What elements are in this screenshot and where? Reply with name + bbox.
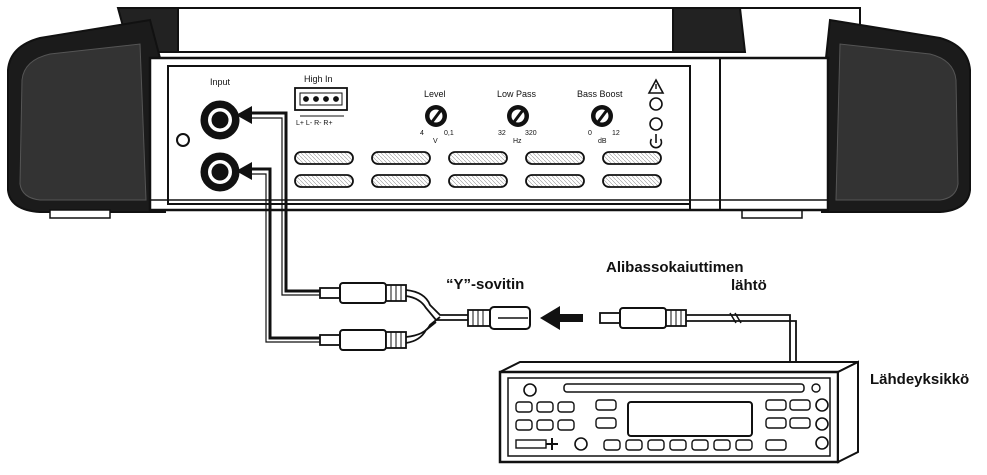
low-pass-max: 320 <box>525 130 537 137</box>
sub-out-plug <box>599 307 797 362</box>
cd-slot <box>563 383 805 393</box>
level-min: 4 <box>420 130 424 137</box>
rca-input-jacks <box>176 100 240 192</box>
low-pass-min: 32 <box>498 130 506 137</box>
sub-out-label-line2: lähtö <box>731 277 767 294</box>
y-splitter <box>319 282 531 351</box>
source-unit <box>498 360 859 464</box>
low-pass-label: Low Pass <box>497 89 537 99</box>
low-pass-knob <box>507 105 529 127</box>
status-indicators <box>647 78 665 149</box>
low-pass-unit: Hz <box>513 138 522 145</box>
amp-top-panel <box>177 7 674 53</box>
power-led <box>649 117 663 131</box>
level-unit: V <box>433 138 438 145</box>
level-max: 0,1 <box>444 130 454 137</box>
power-icon <box>649 134 663 149</box>
bass-boost-max: 12 <box>612 130 620 137</box>
arrow-left-icon <box>236 106 252 180</box>
bass-boost-knob <box>591 105 613 127</box>
sub-out-label-line1: Alibassokaiuttimen <box>606 259 744 276</box>
high-in-pins: L+ L- R- R+ <box>296 120 333 127</box>
vent-slots <box>294 151 662 188</box>
input-label: Input <box>210 77 231 87</box>
ground-screw <box>176 133 190 147</box>
insert-arrow <box>540 306 583 330</box>
level-knob <box>425 105 447 127</box>
high-in-connector <box>294 87 348 117</box>
bass-boost-label: Bass Boost <box>577 89 623 99</box>
bass-boost-min: 0 <box>588 130 592 137</box>
protect-led <box>649 97 663 111</box>
display <box>627 401 753 437</box>
high-in-label: High In <box>304 74 333 84</box>
bass-boost-unit: dB <box>598 138 607 145</box>
rca-cables <box>246 111 320 343</box>
source-unit-label: Lähdeyksikkö <box>870 371 970 388</box>
amp-panel-labels: Input High In L+ L- R- R+ Level 4 0,1 V … <box>210 74 623 145</box>
y-adapter-label: “Y”-sovitin <box>446 276 525 293</box>
level-label: Level <box>424 89 446 99</box>
